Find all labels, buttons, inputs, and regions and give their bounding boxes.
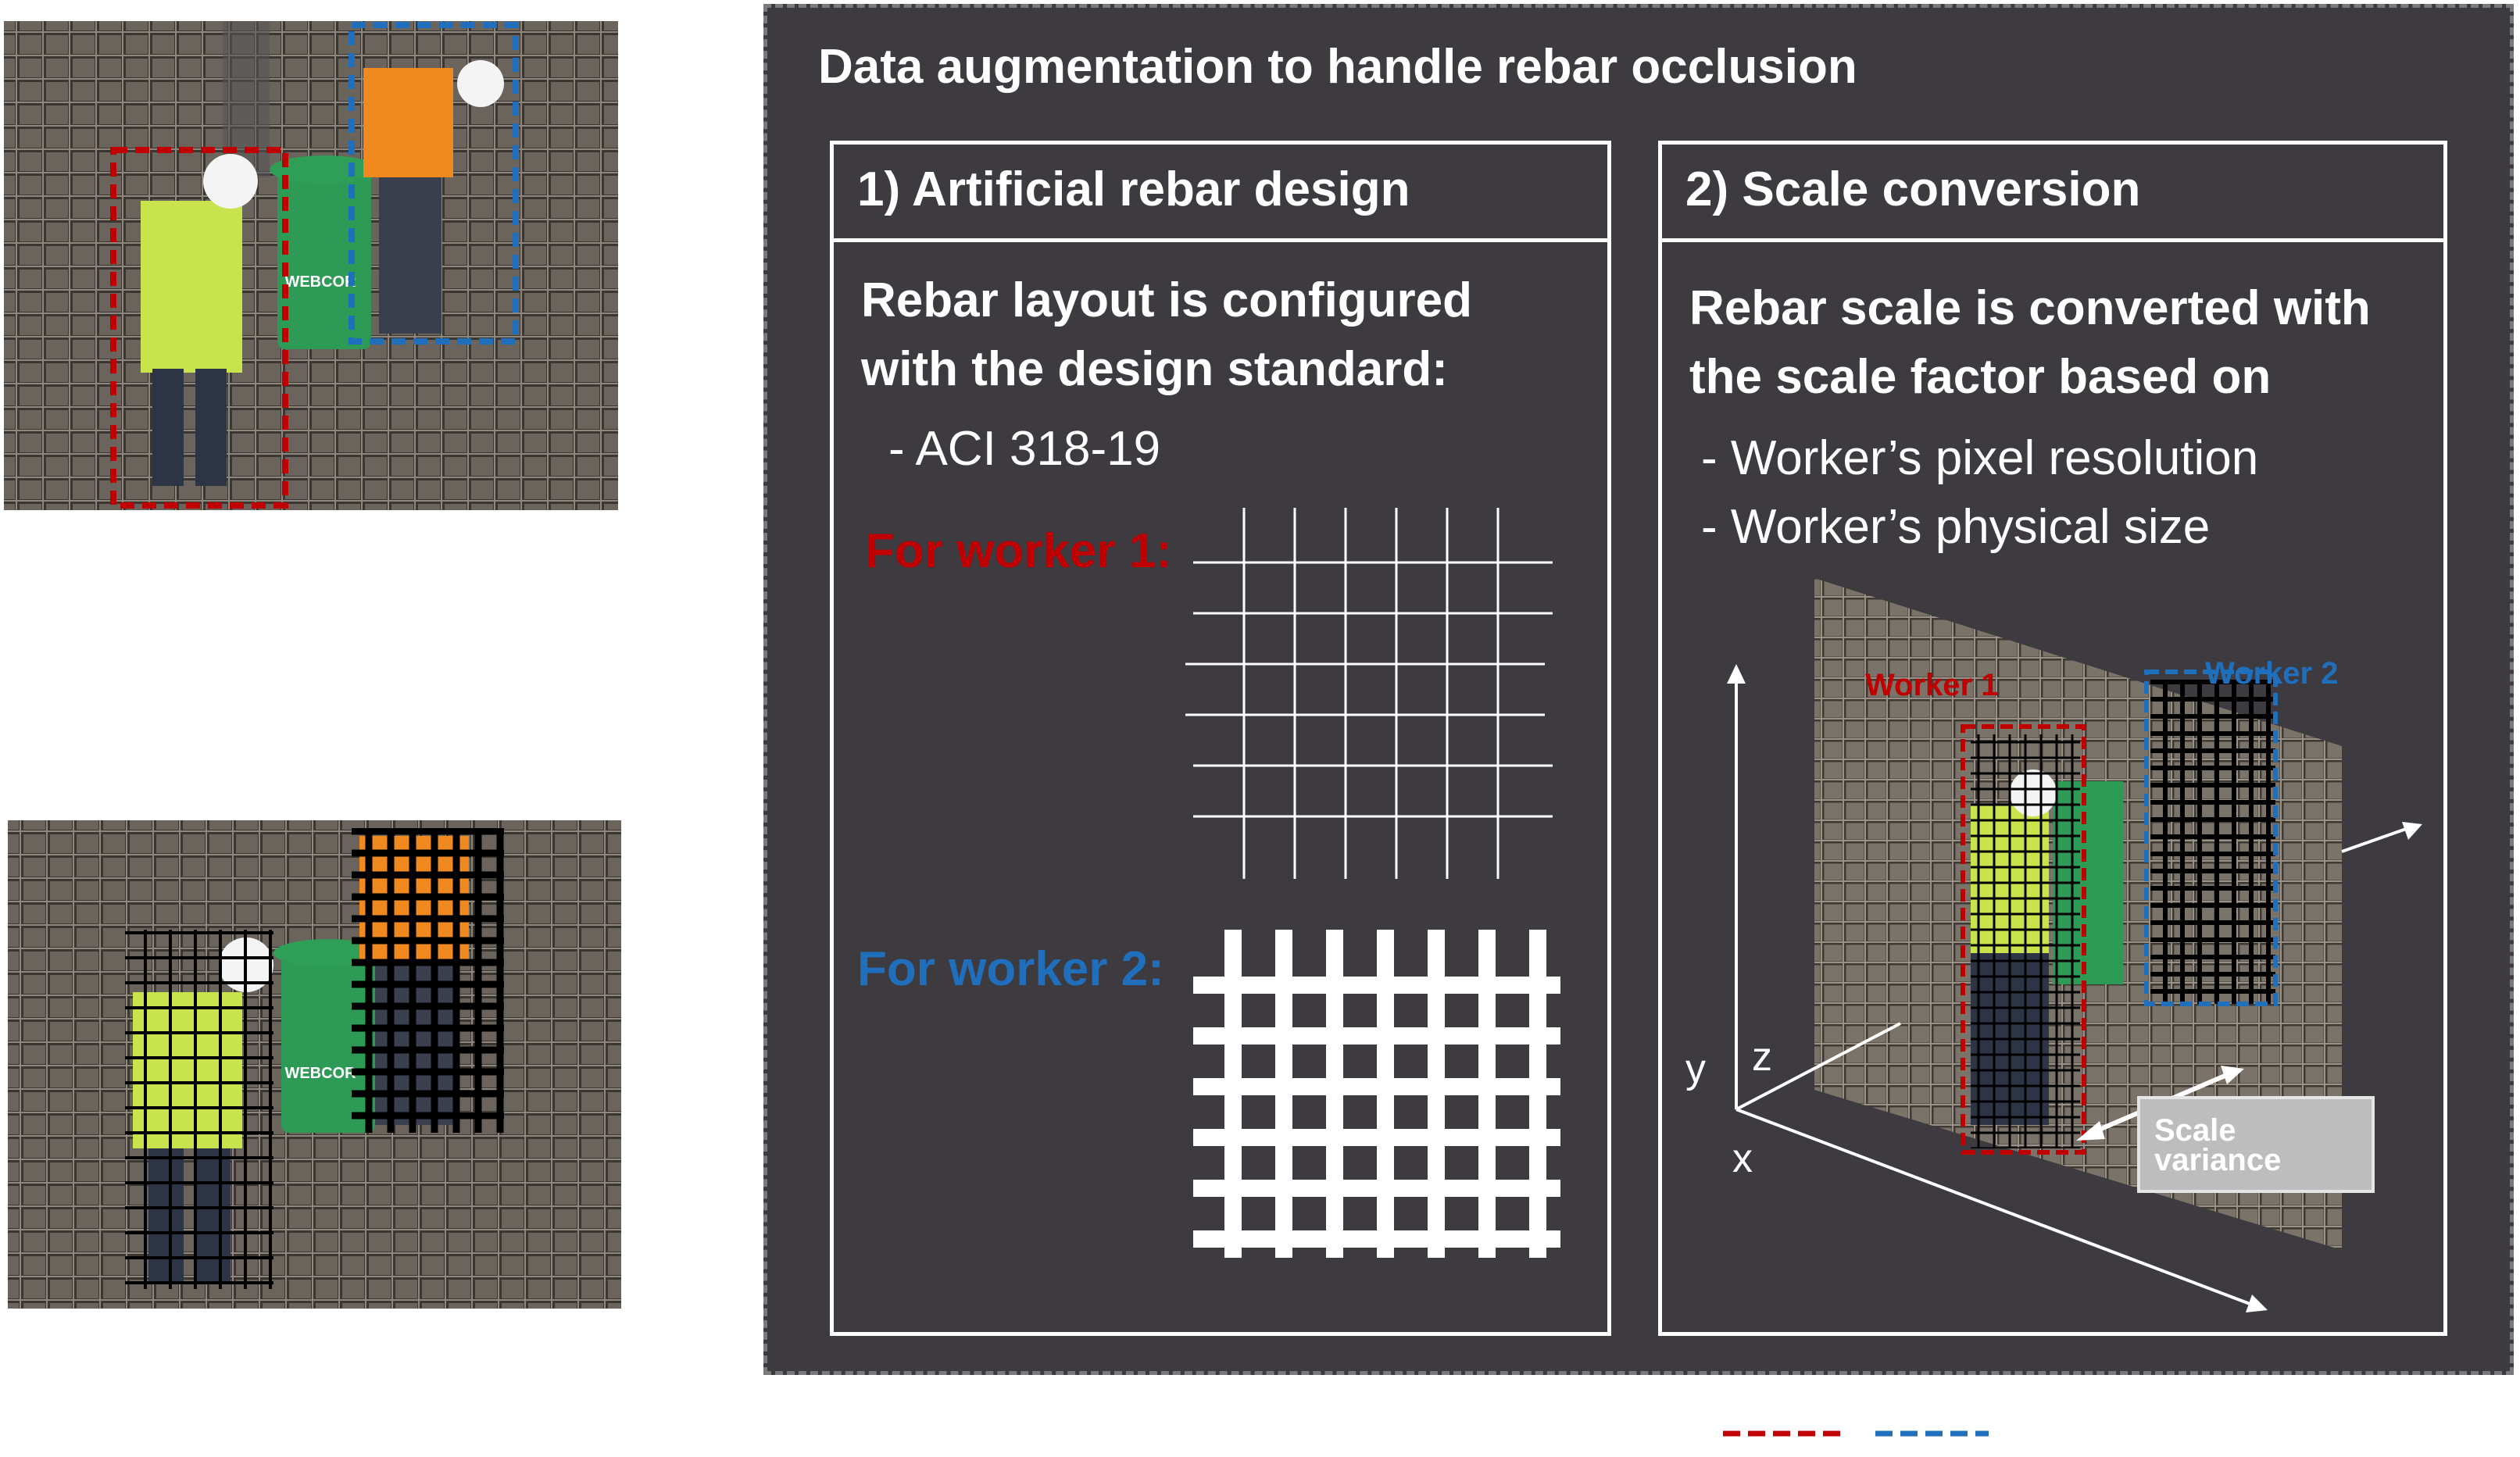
- worker-1-perspective-grid: [1971, 734, 2080, 1148]
- coordinate-axes: [1735, 680, 2409, 1306]
- panel2-text-line1: Rebar scale is converted with: [1689, 281, 2371, 335]
- worker-1-rebar-overlay: [125, 930, 273, 1289]
- steel-columns: [223, 21, 270, 177]
- worker-2-figure: [363, 60, 504, 334]
- panel2-bullet-physical-size: - Worker’s physical size: [1701, 500, 2211, 554]
- panel1-bullet-aci: - ACI 318-19: [888, 422, 1161, 476]
- augmentation-panel: Data augmentation to handle rebar occlus…: [763, 4, 2514, 1375]
- panel2-bullet-pixel-resolution: - Worker’s pixel resolution: [1701, 431, 2259, 485]
- panel1-text-line2: with the design standard:: [861, 342, 1448, 396]
- panel2-title: 2) Scale conversion: [1685, 162, 2141, 216]
- worker-1-bbox: [110, 147, 288, 509]
- construction-photo-svg: WEBCOR: [4, 21, 618, 510]
- panel2-text-line2: the scale factor based on: [1689, 350, 2272, 404]
- worker-1-perspective-bbox: [1961, 724, 2086, 1155]
- panel-title: Data augmentation to handle rebar occlus…: [818, 40, 1857, 94]
- panel1-header: 1) Artificial rebar design: [834, 145, 1607, 242]
- thick-rebar-grid: [1193, 930, 1560, 1258]
- scale-variance-label-1: Scale: [2154, 1113, 2236, 1148]
- worker-2-tag: Worker 2: [2205, 656, 2338, 691]
- axis-y-label: y: [1685, 1046, 1706, 1091]
- thin-rebar-grid: [1185, 508, 1553, 879]
- worker-2-rebar-overlay: [352, 828, 504, 1133]
- worker-2-label: For worker 2:: [857, 942, 1164, 996]
- construction-photo-augmented: WEBCOR: [8, 820, 621, 1309]
- construction-photo-original: WEBCOR: [4, 21, 618, 510]
- legend-dashes: [1723, 1430, 1989, 1437]
- worker-1-figure: [141, 154, 258, 486]
- scale-variance-label-2: variance: [2154, 1143, 2281, 1177]
- worker-2-perspective-grid: [2150, 680, 2275, 1004]
- panel1-title: 1) Artificial rebar design: [857, 162, 1410, 216]
- scale-conversion-panel: 2) Scale conversion Rebar scale is conve…: [1658, 141, 2447, 1336]
- axis-arrowheads: [1727, 664, 2422, 1312]
- svg-text:WEBCOR: WEBCOR: [284, 1065, 356, 1082]
- artificial-rebar-design-panel: 1) Artificial rebar design Rebar layout …: [830, 141, 1611, 1336]
- scale-conversion-illustration: Worker 1 Worker 2 y z x Scale variance: [1685, 578, 2422, 1312]
- scale-variance-box: [2137, 1096, 2375, 1193]
- axis-z-label: z: [1752, 1034, 1772, 1080]
- augmented-photo-svg: WEBCOR: [8, 820, 621, 1309]
- worker-2-perspective-bbox: [2144, 670, 2278, 1006]
- worker-1-tag: Worker 1: [1865, 668, 1998, 702]
- panel1-text-line1: Rebar layout is configured: [861, 273, 1473, 327]
- svg-text:WEBCOR: WEBCOR: [284, 273, 356, 291]
- axis-x-label: x: [1732, 1136, 1753, 1181]
- worker-1-label: For worker 1:: [865, 524, 1172, 578]
- panel2-header: 2) Scale conversion: [1662, 145, 2443, 242]
